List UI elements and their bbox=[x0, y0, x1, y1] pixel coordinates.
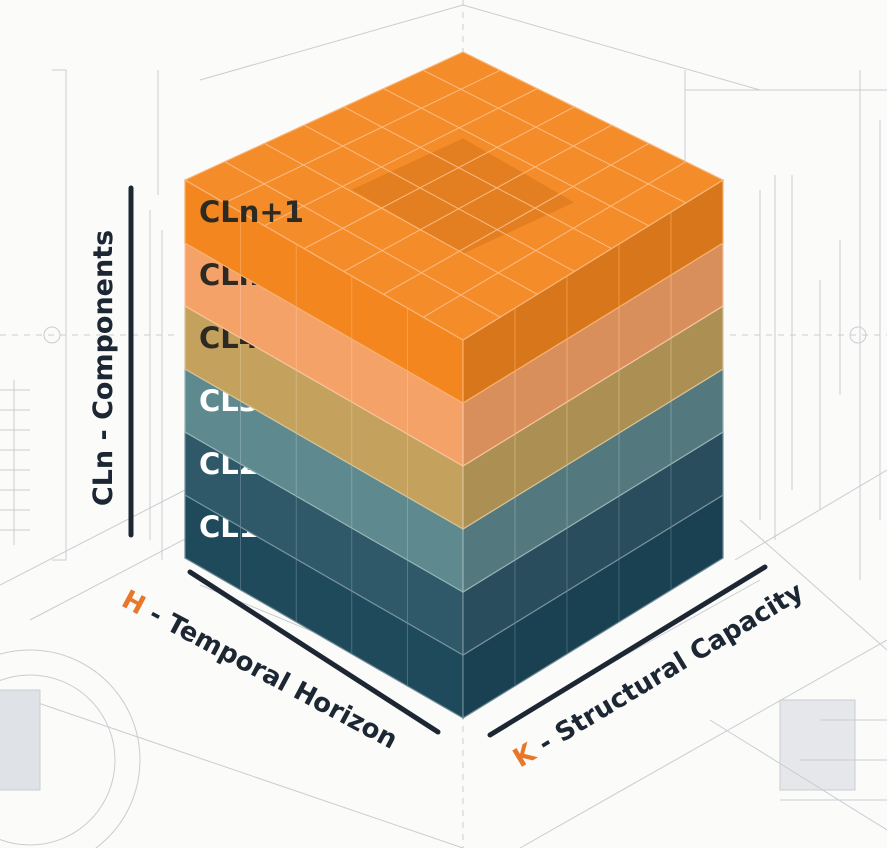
top-grid-line bbox=[383, 142, 649, 295]
top-center-cells bbox=[351, 138, 575, 254]
top-grid-line bbox=[303, 106, 575, 250]
top-grid-line bbox=[303, 124, 575, 272]
layer-cl1: CL1 bbox=[184, 493, 724, 720]
layer-label: CLn+1 bbox=[199, 195, 304, 229]
top-grid-line bbox=[224, 161, 501, 318]
top-grid-line bbox=[264, 88, 538, 227]
right-axis-line bbox=[487, 564, 768, 738]
left-axis-line bbox=[187, 569, 441, 735]
vertical-axis-label: CLn - Components bbox=[88, 230, 119, 506]
layer-clnplus1: CLn+1 bbox=[183, 51, 725, 405]
top-grid-line bbox=[264, 142, 538, 295]
top-grid-line bbox=[343, 124, 612, 272]
top-grid-line bbox=[383, 88, 649, 227]
top-grid-line bbox=[224, 69, 501, 204]
top-grid-line bbox=[343, 106, 612, 250]
top-grid-line bbox=[423, 69, 687, 204]
top-grid-line bbox=[423, 161, 687, 318]
